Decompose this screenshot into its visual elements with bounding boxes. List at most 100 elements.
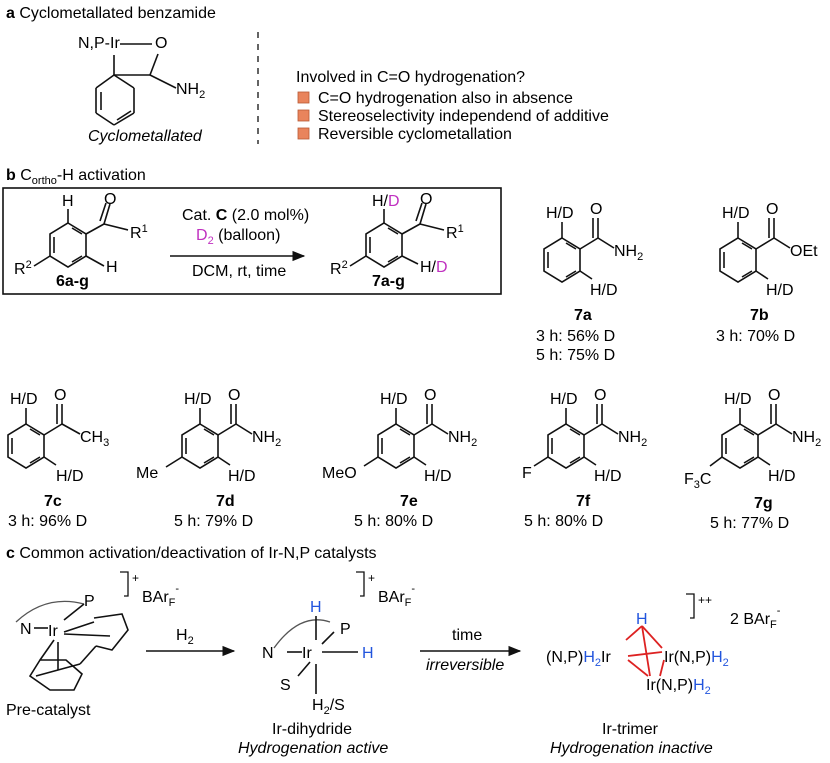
- condition-catalyst: Cat. C (2.0 mol%): [182, 207, 309, 224]
- time-label: time: [452, 627, 482, 644]
- panel-a-title: Cyclometallated benzamide: [19, 5, 216, 22]
- pre-catalyst: + BArF- P N Ir Pre-catalyst: [6, 571, 179, 719]
- result-7b-1: 3 h: 70% D: [716, 328, 795, 345]
- cyclometallated-caption: Cyclometallated: [88, 128, 203, 145]
- subst-7e: MeO: [322, 465, 357, 482]
- trimer-label: Ir-trimer: [602, 721, 659, 738]
- compound-7d: H/D O NH2 H/D Me 7d 5 h: 79% D: [136, 387, 281, 530]
- svg-text:O: O: [594, 387, 606, 404]
- panel-b-letter: b: [6, 167, 16, 184]
- prod-hd-top: H/D: [372, 193, 400, 210]
- compound-7b: H/D O OEt H/D 7b 3 h: 70% D: [716, 201, 818, 345]
- result-7g-1: 5 h: 77% D: [710, 515, 789, 532]
- trimer-sub: Hydrogenation inactive: [550, 740, 713, 757]
- svg-text:H/D: H/D: [424, 468, 452, 485]
- svg-text:H/D: H/D: [380, 391, 408, 408]
- svg-text:H/D: H/D: [550, 391, 578, 408]
- complex-nh2: NH2: [176, 81, 205, 101]
- label-7f: 7f: [576, 493, 591, 510]
- svg-text:P: P: [340, 621, 351, 638]
- reaction-product: [349, 202, 445, 268]
- result-7c-1: 3 h: 96% D: [8, 513, 87, 530]
- sm-oxygen: O: [104, 191, 116, 208]
- svg-text:P: P: [84, 593, 95, 610]
- compound-7e: H/D O NH2 H/D MeO 7e 5 h: 80% D: [322, 387, 477, 530]
- svg-text:H: H: [636, 611, 648, 628]
- svg-text:++: ++: [698, 593, 712, 607]
- svg-text:Ir(N,P)H2: Ir(N,P)H2: [664, 649, 729, 669]
- svg-text:H/D: H/D: [724, 391, 752, 408]
- prod-r2: R2: [330, 259, 348, 278]
- svg-text:NH2: NH2: [792, 429, 821, 449]
- svg-text:H/D: H/D: [546, 205, 574, 222]
- svg-text:CH3: CH3: [80, 429, 109, 449]
- complex-oxygen: O: [155, 35, 167, 52]
- prod-r1: R1: [446, 223, 464, 242]
- svg-text:H/D: H/D: [594, 468, 622, 485]
- reaction-box: [2, 187, 502, 295]
- svg-text:NH2: NH2: [448, 429, 477, 449]
- svg-text:Ir(N,P)H2: Ir(N,P)H2: [646, 677, 711, 697]
- svg-text:b Cortho-H activation: b Cortho-H activation: [6, 167, 146, 187]
- bullet-item: Reversible cyclometallation: [318, 126, 512, 143]
- svg-text:NH2: NH2: [252, 429, 281, 449]
- starting-material: [33, 202, 129, 268]
- svg-text:Ir: Ir: [302, 645, 312, 662]
- prod-label: 7a-g: [372, 273, 405, 290]
- compound-7a: H/D O NH2 H/D 7a 3 h: 56% D 5 h: 75% D: [536, 201, 643, 364]
- svg-text:H/D: H/D: [228, 468, 256, 485]
- subst-7d: Me: [136, 465, 158, 482]
- svg-text:N: N: [20, 621, 32, 638]
- panel-b-title: C: [20, 167, 32, 184]
- condition-d2: D2 (balloon): [196, 227, 280, 247]
- label-7a: 7a: [574, 307, 592, 324]
- svg-text:O: O: [766, 201, 778, 218]
- bullet-item: Stereoselectivity independend of additiv…: [318, 108, 609, 125]
- compound-7c: H/D O CH3 H/D 7c 3 h: 96% D: [7, 387, 109, 530]
- cyclometallated-structure: [95, 43, 177, 126]
- dihydride-sub: Hydrogenation active: [238, 740, 388, 757]
- ir-dihydride: + BArF- H P N Ir H S H2/S Ir-dihydride H…: [238, 571, 415, 757]
- condition-solvent: DCM, rt, time: [192, 263, 286, 280]
- dihydride-label: Ir-dihydride: [272, 721, 352, 738]
- panel-c: c Common activation/deactivation of Ir-N…: [6, 545, 781, 757]
- bullet-icon: [297, 109, 310, 122]
- svg-text:Ir: Ir: [48, 623, 58, 640]
- barf2-label: 2 BArF-: [730, 605, 781, 631]
- svg-text:(N,P)H2Ir: (N,P)H2Ir: [546, 649, 611, 669]
- svg-text:NH2: NH2: [618, 429, 647, 449]
- svg-text:H/D: H/D: [184, 391, 212, 408]
- result-7f-1: 5 h: 80% D: [524, 513, 603, 530]
- panel-c-title: Common activation/deactivation of Ir-N,P…: [19, 545, 376, 562]
- sm-r2: R2: [14, 259, 32, 278]
- ir-trimer: ++ 2 BArF- H (N,P)H2Ir Ir(N,P)H2 Ir(N,P)…: [546, 593, 781, 757]
- sm-r1: R1: [130, 223, 148, 242]
- prod-oxygen: O: [420, 191, 432, 208]
- svg-text:+: +: [132, 571, 139, 585]
- label-7b: 7b: [750, 307, 769, 324]
- bullet-list: C=O hydrogenation also in absence Stereo…: [297, 90, 609, 143]
- compound-7g: H/D O NH2 H/D F3C 7g 5 h: 77% D: [684, 387, 821, 532]
- pre-catalyst-label: Pre-catalyst: [6, 702, 91, 719]
- svg-text:H2/S: H2/S: [312, 697, 345, 717]
- svg-text:S: S: [280, 677, 291, 694]
- h2-label: H2: [176, 627, 194, 647]
- panel-a-letter: a: [6, 5, 15, 22]
- panel-a: a Cyclometallated benzamide N,P-Ir O NH2…: [6, 5, 609, 145]
- bullet-icon: [297, 91, 310, 104]
- barf-label: BArF-: [378, 583, 415, 609]
- panel-c-letter: c: [6, 545, 15, 562]
- svg-text:c Common activation/deactivati: c Common activation/deactivation of Ir-N…: [6, 545, 377, 562]
- svg-text:H: H: [362, 645, 374, 662]
- label-7e: 7e: [400, 493, 418, 510]
- subst-7f: F: [522, 465, 532, 482]
- svg-text:O: O: [590, 201, 602, 218]
- svg-text:H/D: H/D: [10, 391, 38, 408]
- result-7d-1: 5 h: 79% D: [174, 513, 253, 530]
- label-7c: 7c: [44, 493, 62, 510]
- group-7b: OEt: [790, 243, 818, 260]
- svg-text:H/D: H/D: [766, 282, 794, 299]
- svg-text:O: O: [768, 387, 780, 404]
- bracket: [686, 593, 695, 619]
- compound-7f: H/D O NH2 H/D F 7f 5 h: 80% D: [522, 387, 647, 530]
